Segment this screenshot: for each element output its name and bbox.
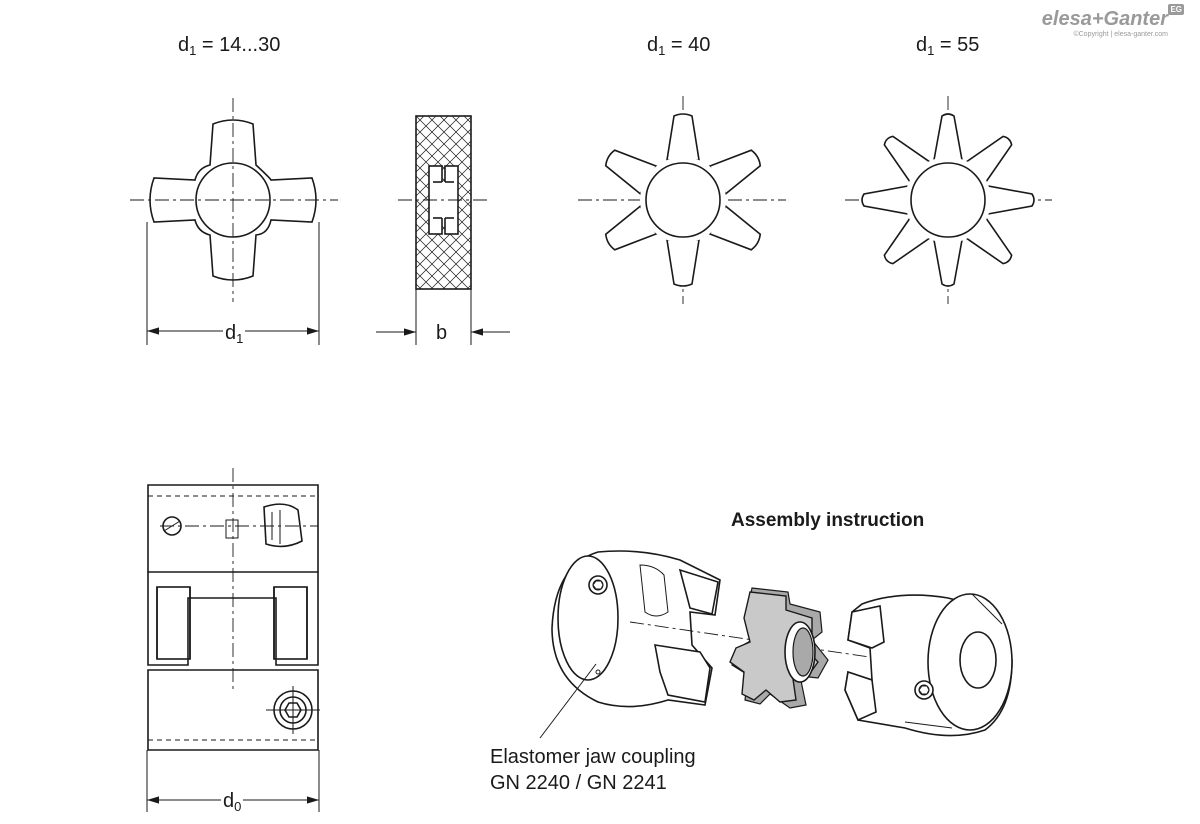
callout-line-2: GN 2240 / GN 2241 <box>490 772 667 794</box>
dimension-sub: 1 <box>236 331 244 346</box>
dimension-b-label: b <box>436 322 447 345</box>
spider-lobe <box>861 185 909 215</box>
variant-label-40: d1 = 40 <box>647 34 710 58</box>
variant-label-rest: = 40 <box>665 34 711 56</box>
variant-label-rest: = 14...30 <box>196 34 281 56</box>
variant-label-base: d <box>916 34 928 56</box>
dimension-base: d <box>225 322 237 344</box>
brand-copyright: ©Copyright | elesa-ganter.com <box>1073 31 1168 38</box>
spider-8-lobe-view <box>845 96 1052 304</box>
variant-label-rest: = 55 <box>934 34 980 56</box>
spider-lobe <box>666 239 700 287</box>
variant-label-55: d1 = 55 <box>916 34 979 58</box>
assembly-illustration <box>539 550 1013 739</box>
coupling-side-view <box>146 468 320 812</box>
dimension-d1-label: d1 <box>223 322 246 346</box>
spider-lobe <box>987 185 1035 215</box>
brand-badge: EG <box>1168 4 1184 15</box>
dimension-sub: 0 <box>234 799 242 814</box>
dimension-d0-label: d0 <box>221 790 244 814</box>
brand-name: elesa+Ganter <box>1041 8 1168 30</box>
spider-4-lobe-view <box>130 98 338 345</box>
dimension-base: d <box>223 790 235 812</box>
spider-6-lobe-view <box>578 96 786 304</box>
variant-label-small: d1 = 14...30 <box>178 34 280 58</box>
spider-element <box>729 587 829 709</box>
spider-lobe <box>666 113 700 161</box>
right-hub <box>844 593 1013 737</box>
spider-hub <box>640 157 726 243</box>
assembly-title: Assembly instruction <box>731 510 925 531</box>
spider-section-view <box>376 115 510 345</box>
dimension-base: b <box>436 322 448 344</box>
variant-label-base: d <box>178 34 190 56</box>
spider-lobe <box>933 113 963 161</box>
variant-label-sub: 1 <box>658 43 666 58</box>
spider-lobe <box>933 239 963 287</box>
left-hub <box>551 550 721 708</box>
spider-hub <box>905 157 991 243</box>
callout-line-1: Elastomer jaw coupling <box>490 746 696 768</box>
brand-logo: elesa+Ganter ©Copyright | elesa-ganter.c… <box>1041 4 1184 38</box>
variant-label-base: d <box>647 34 659 56</box>
variant-label-sub: 1 <box>189 43 197 58</box>
variant-label-sub: 1 <box>927 43 935 58</box>
